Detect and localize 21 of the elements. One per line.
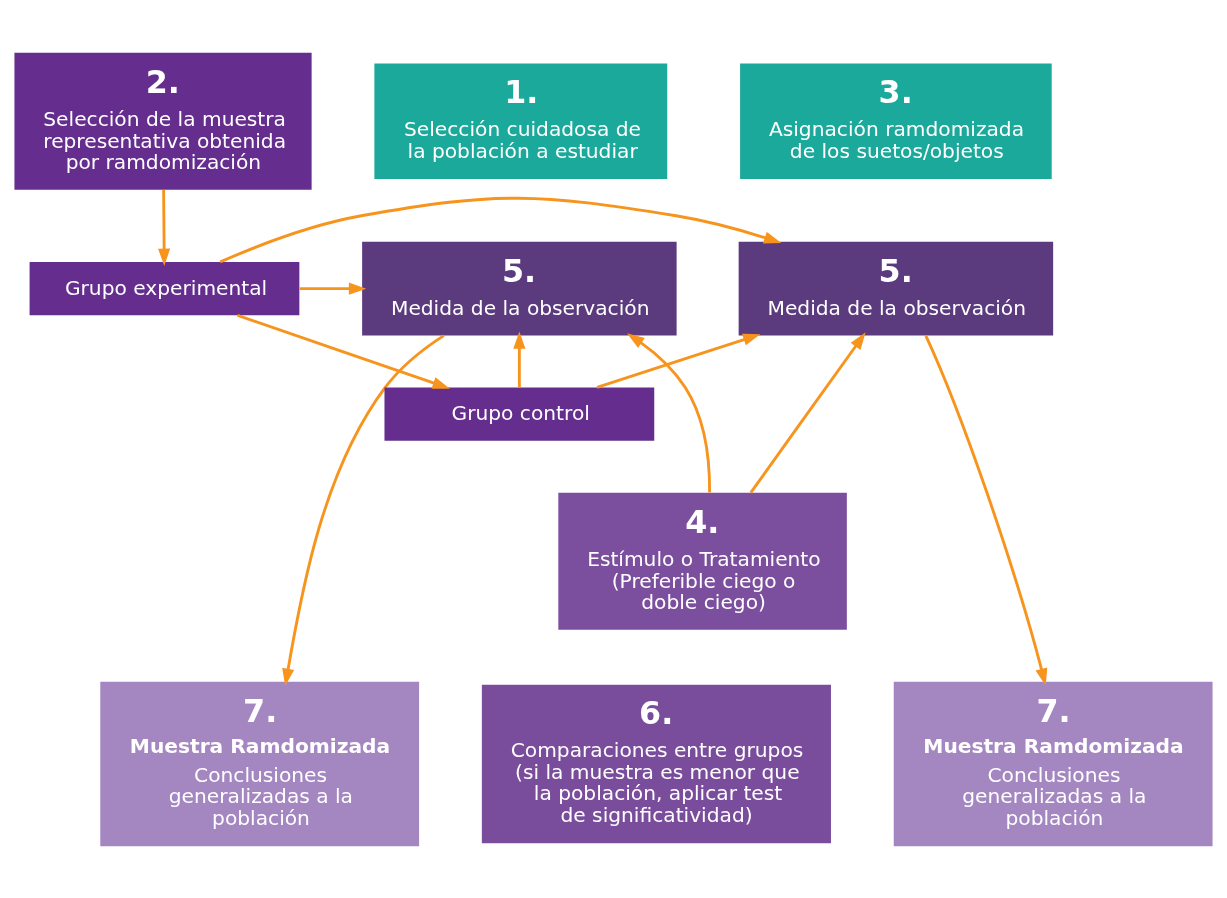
arrow bbox=[513, 330, 526, 387]
node-box: 2. Selección de la muestra representativa obtenida por ramdomización bbox=[14, 52, 312, 190]
node-box: 6. Comparaciones entre grupos (si la muestra es menor que la población, aplicar test de significatividad) bbox=[481, 684, 831, 843]
arrow bbox=[749, 331, 866, 493]
arrow bbox=[627, 332, 712, 493]
node-box: Grupo control bbox=[384, 386, 655, 441]
arrow bbox=[924, 334, 1048, 686]
node-box: 7. Muestra Ramdomizada Conclusiones generalizadas a la población bbox=[893, 681, 1213, 846]
node-box: Grupo experimental bbox=[29, 261, 300, 315]
arrow bbox=[237, 313, 450, 389]
arrow bbox=[219, 196, 782, 263]
arrow bbox=[299, 282, 367, 295]
node-box: 1. Selección cuidadosa de la población a estudiar bbox=[374, 63, 668, 179]
node-box: 7. Muestra Ramdomizada Conclusiones generalizadas a la población bbox=[100, 681, 420, 846]
arrow bbox=[282, 333, 445, 686]
node-box: 4. Estímulo o Tratamiento (Preferible ciego o doble ciego) bbox=[558, 492, 847, 630]
node-box: 3. Asignación ramdomizada de los suetos/objetos bbox=[740, 63, 1052, 179]
node-box: 5. Medida de la observación bbox=[362, 241, 677, 336]
node-box: 5. Medida de la observación bbox=[738, 241, 1054, 336]
arrow bbox=[596, 333, 761, 389]
arrow bbox=[158, 189, 171, 266]
